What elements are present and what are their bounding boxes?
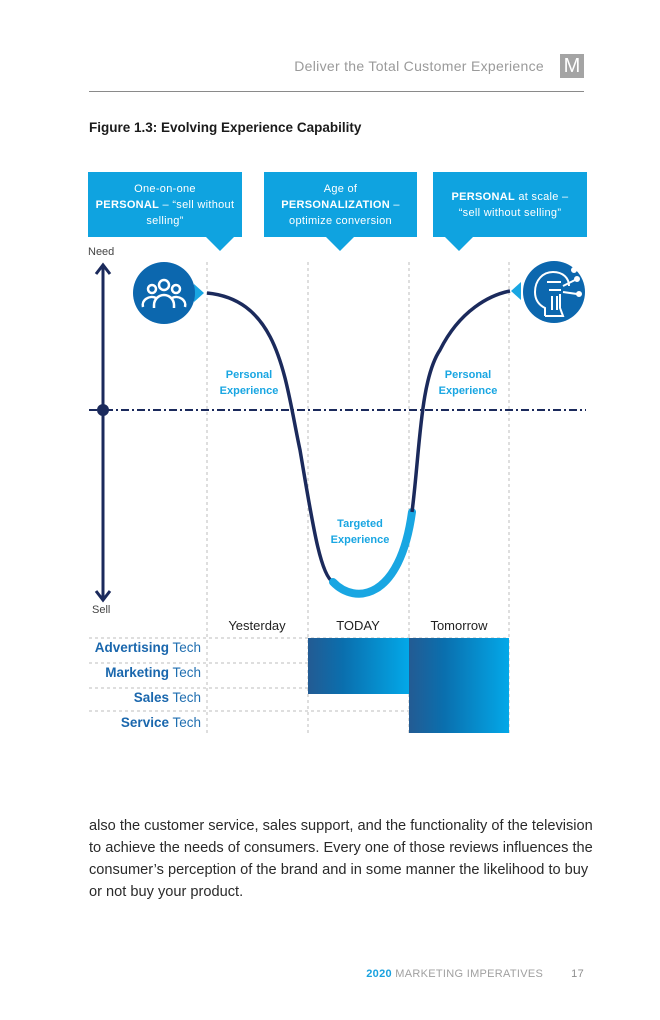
row-label-suffix: Tech xyxy=(168,690,201,705)
callout-pointer xyxy=(326,237,354,251)
arrow-up-icon xyxy=(94,262,112,275)
callout-text: One-on-one xyxy=(134,182,196,195)
footer-year: 2020 xyxy=(366,968,392,980)
row-service-tech: Service Tech xyxy=(60,715,201,730)
row-label-suffix: Tech xyxy=(168,640,201,655)
row-label-suffix: Tech xyxy=(168,715,201,730)
experience-diagram xyxy=(89,261,586,733)
callout-bold: PERSONALIZATION xyxy=(281,198,390,211)
callout-pointer xyxy=(445,237,473,251)
footer-title: MARKETING IMPERATIVES xyxy=(391,968,544,980)
axis-label-need: Need xyxy=(88,246,115,258)
callout-text: at scale – “sell without selling” xyxy=(458,190,569,219)
row-label-bold: Advertising xyxy=(94,640,169,655)
callout-pointer xyxy=(206,237,234,251)
today-coverage-block xyxy=(308,638,409,694)
arrow-down-icon xyxy=(94,590,112,603)
callout-personal-at-scale: PERSONAL at scale – “sell without sellin… xyxy=(433,172,587,237)
row-marketing-tech: Marketing Tech xyxy=(60,665,201,680)
ai-head-icon xyxy=(511,261,585,323)
experience-curve-left xyxy=(206,291,335,584)
callout-text: – optimize conversion xyxy=(289,198,400,227)
column-yesterday: Yesterday xyxy=(228,618,286,633)
callout-bold: PERSONAL xyxy=(451,190,516,203)
row-label-bold: Sales xyxy=(133,690,169,705)
experience-curve-right xyxy=(410,289,511,513)
label-targeted-experience: Targeted Experience xyxy=(330,518,390,546)
row-sales-tech: Sales Tech xyxy=(60,690,201,705)
brand-logo: M xyxy=(560,54,584,78)
column-tomorrow: Tomorrow xyxy=(430,618,488,633)
label-personal-experience-right: Personal Experience xyxy=(438,369,498,397)
page-footer: 2020 MARKETING IMPERATIVES 17 xyxy=(366,968,584,980)
page-header: Deliver the Total Customer Experience M xyxy=(89,50,584,92)
axis-label-sell: Sell xyxy=(92,604,111,616)
callout-text: – “sell without selling” xyxy=(146,198,235,227)
figure-title: Figure 1.3: Evolving Experience Capabili… xyxy=(89,120,362,135)
experience-curve-targeted xyxy=(329,508,416,598)
header-title: Deliver the Total Customer Experience xyxy=(294,58,544,74)
body-paragraph: also the customer service, sales support… xyxy=(89,818,593,900)
column-today: TODAY xyxy=(336,618,380,633)
label-personal-experience-left: Personal Experience xyxy=(219,369,279,397)
row-label-suffix: Tech xyxy=(168,665,201,680)
callout-bold: PERSONAL xyxy=(95,198,160,211)
row-label-bold: Service xyxy=(120,715,169,730)
callout-text: Age of xyxy=(323,182,358,195)
tomorrow-coverage-block xyxy=(409,638,509,733)
people-group-icon xyxy=(133,262,204,324)
callout-personalization: Age of PERSONALIZATION – optimize convers… xyxy=(264,172,417,237)
axis-origin-dot xyxy=(97,404,109,416)
row-advertising-tech: Advertising Tech xyxy=(60,640,201,655)
row-label-bold: Marketing xyxy=(105,665,169,680)
page-number: 17 xyxy=(571,968,584,980)
